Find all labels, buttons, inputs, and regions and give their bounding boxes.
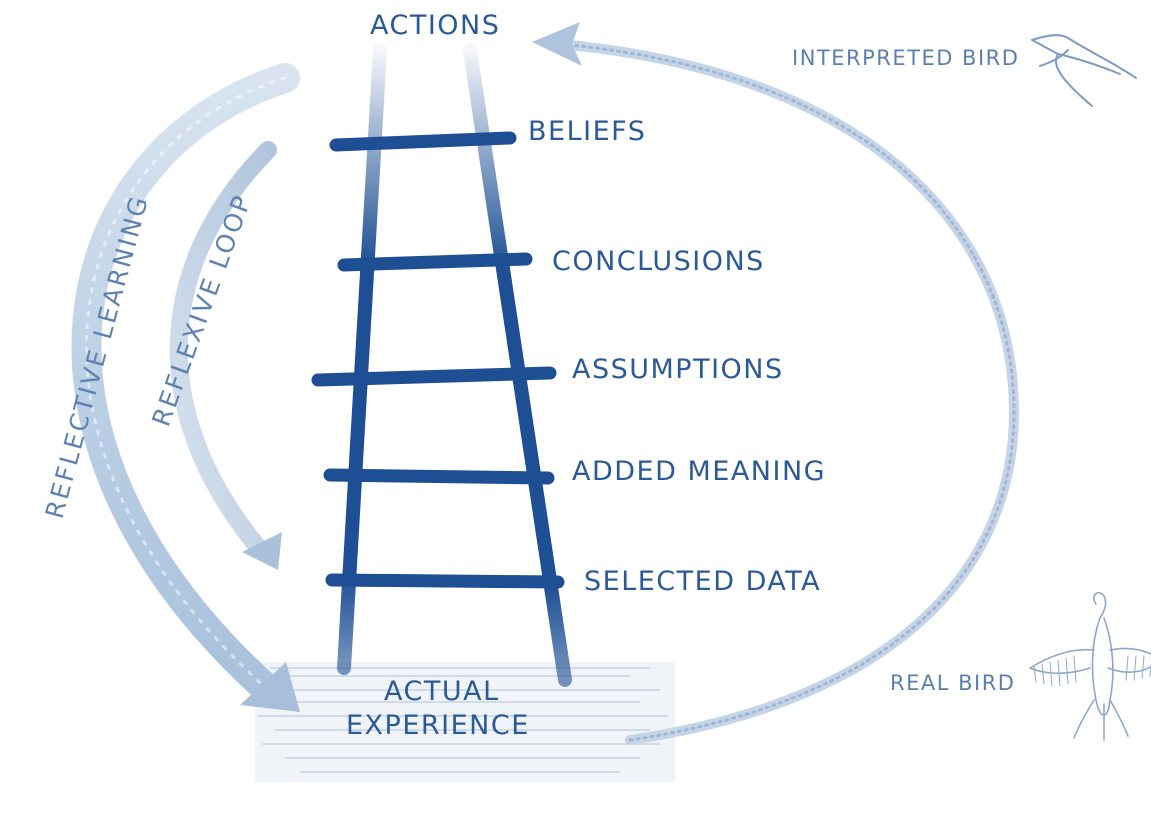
loop-arrowhead (532, 22, 582, 66)
rung-label-added-meaning: ADDED MEANING (572, 456, 826, 487)
interpreted-bird-label: INTERPRETED BIRD (792, 46, 1019, 70)
rung-assumptions (311, 366, 557, 387)
rung-selected-data (325, 573, 565, 589)
reflective-learning-arrowhead (240, 662, 300, 712)
rung-label-assumptions: ASSUMPTIONS (572, 354, 784, 385)
ladder (311, 43, 572, 687)
real-bird-label: REAL BIRD (890, 671, 1015, 695)
real-bird-icon (1029, 591, 1151, 741)
rung-label-conclusions: CONCLUSIONS (552, 246, 765, 277)
rung-label-beliefs: BELIEFS (528, 116, 646, 147)
ladder-left-rail (337, 43, 387, 675)
ladder-right-rail (463, 43, 572, 687)
interpretation-loop-arrow (532, 22, 1019, 745)
rung-conclusions (337, 252, 533, 272)
rung-label-selected-data: SELECTED DATA (584, 566, 821, 597)
ground-haze (255, 662, 675, 782)
reflexive-loop-arrowhead (242, 532, 282, 570)
rung-beliefs (329, 131, 517, 152)
interpreted-bird-icon (1031, 34, 1137, 107)
reflective-learning-arrow (71, 63, 300, 712)
actual-experience-line1: ACTUAL (384, 676, 500, 707)
actual-experience-line2: EXPERIENCE (346, 710, 530, 741)
rung-added-meaning (323, 468, 555, 485)
actions-label: ACTIONS (370, 10, 500, 41)
reflexive-loop-arrow (169, 141, 282, 570)
